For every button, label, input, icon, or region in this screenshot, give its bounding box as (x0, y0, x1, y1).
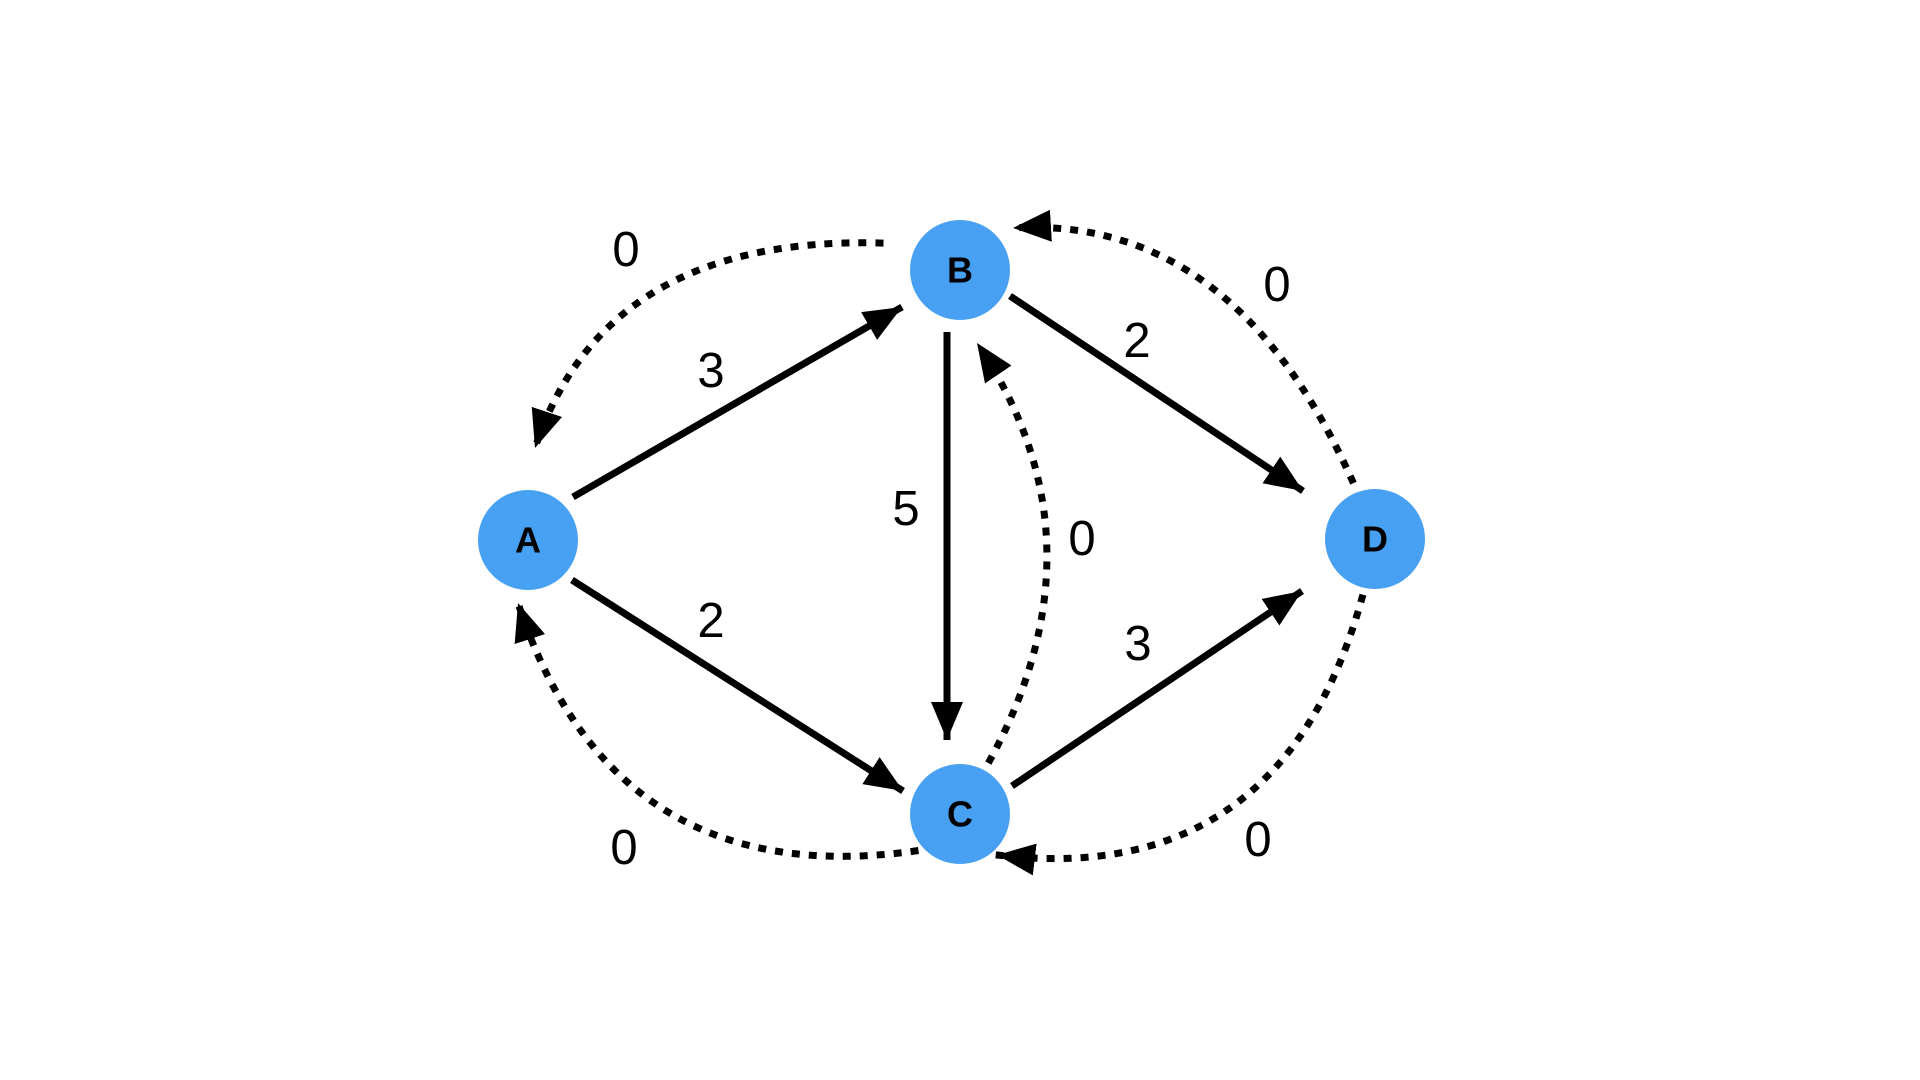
node-B (910, 220, 1010, 320)
edge-C-to-A-residual (513, 598, 919, 860)
edge-weight-label-A-C: 2 (697, 594, 724, 648)
node-label-A: A (515, 520, 541, 561)
edge-D-to-B-residual (1009, 209, 1357, 485)
edge-weight-label-C-A: 0 (610, 821, 637, 875)
edge-A-to-C (570, 577, 905, 794)
node-label-C: C (947, 794, 973, 835)
edges-layer (513, 209, 1367, 876)
node-D (1325, 489, 1425, 589)
edge-C-to-D (1010, 588, 1304, 789)
edge-C-to-B-residual (972, 338, 1051, 765)
edge-weight-label-C-D: 3 (1124, 617, 1151, 671)
node-label-B: B (947, 250, 973, 291)
node-A (478, 490, 578, 590)
node-C (910, 764, 1010, 864)
edge-weight-label-A-B: 3 (697, 344, 724, 398)
edge-weight-label-C-B: 0 (1068, 512, 1095, 566)
edge-weight-label-B-D: 2 (1123, 314, 1150, 368)
edge-weight-label-B-A: 0 (612, 223, 639, 277)
edge-weight-label-B-C: 5 (892, 482, 919, 536)
node-label-D: D (1362, 519, 1388, 560)
edge-B-to-A-residual (530, 239, 884, 453)
edge-D-to-C-residual (993, 593, 1367, 876)
edge-weight-label-D-B: 0 (1263, 258, 1290, 312)
edge-B-to-D (1008, 293, 1305, 494)
edge-A-to-B (571, 303, 904, 501)
nodes-layer: A B C D (478, 220, 1425, 864)
edge-weight-label-D-C: 0 (1244, 813, 1271, 867)
